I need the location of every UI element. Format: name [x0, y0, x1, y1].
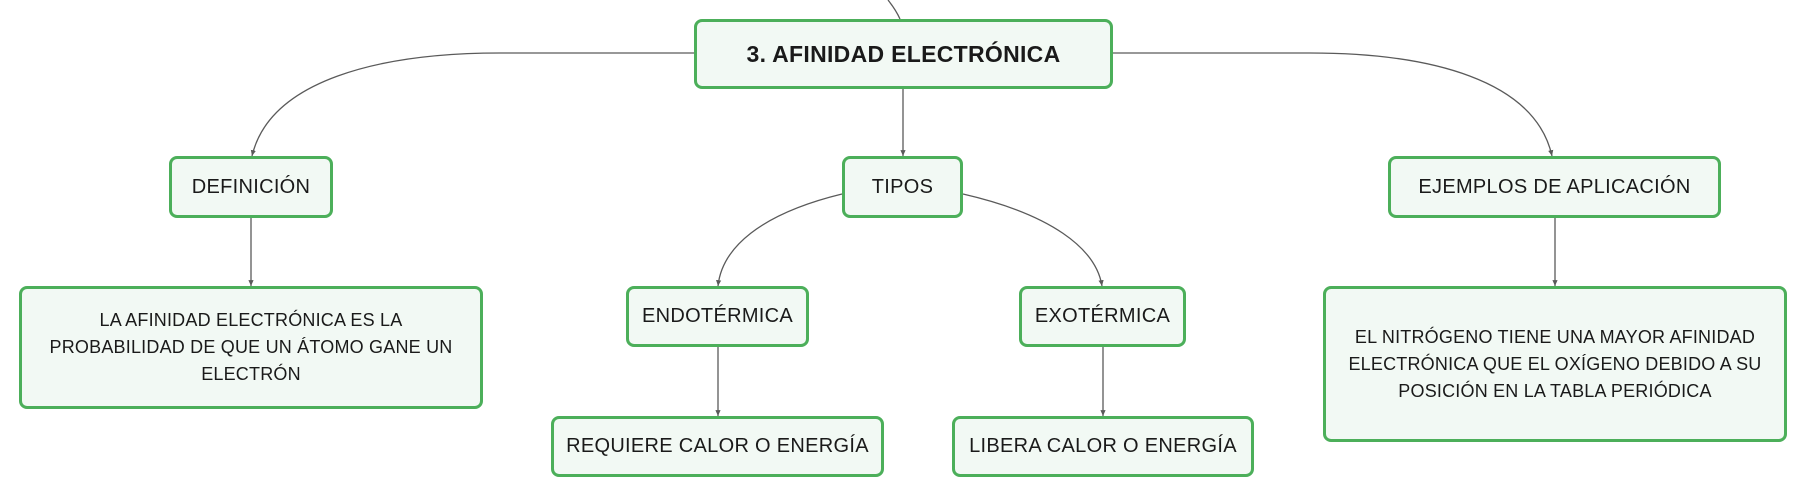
ejemplos-text: EL NITRÓGENO TIENE UNA MAYOR AFINIDAD EL…: [1348, 326, 1762, 401]
endotermica-label: ENDOTÉRMICA: [641, 305, 794, 327]
definicion-node[interactable]: DEFINICIÓN: [169, 156, 333, 218]
connector-root-to-ejemplos: [1113, 52, 1554, 157]
exotermica-node[interactable]: EXOTÉRMICA: [1019, 286, 1186, 347]
endotermica-text-node[interactable]: REQUIERE CALOR O ENERGÍA: [551, 416, 884, 477]
connector-tipos-to-endotermica: [716, 193, 843, 287]
ejemplos-label: EJEMPLOS DE APLICACIÓN: [1418, 175, 1691, 198]
root-topic-label: 3. AFINIDAD ELECTRÓNICA: [746, 40, 1061, 67]
ejemplos-text-node[interactable]: EL NITRÓGENO TIENE UNA MAYOR AFINIDAD EL…: [1323, 286, 1787, 442]
tipos-node[interactable]: TIPOS: [842, 156, 963, 218]
connector-root-to-definicion: [250, 52, 694, 157]
connector-tipos-to-exotermica: [962, 193, 1104, 287]
connector-parent-to-root: [887, 0, 901, 20]
exotermica-label: EXOTÉRMICA: [1034, 305, 1171, 327]
definicion-label: DEFINICIÓN: [191, 175, 311, 198]
exotermica-text-node[interactable]: LIBERA CALOR O ENERGÍA: [952, 416, 1254, 477]
definicion-text: LA AFINIDAD ELECTRÓNICA ES LA PROBABILID…: [49, 310, 453, 384]
endotermica-text: REQUIERE CALOR O ENERGÍA: [566, 435, 869, 457]
definicion-text-node[interactable]: LA AFINIDAD ELECTRÓNICA ES LA PROBABILID…: [19, 286, 483, 409]
root-topic-node[interactable]: 3. AFINIDAD ELECTRÓNICA: [694, 19, 1113, 89]
endotermica-node[interactable]: ENDOTÉRMICA: [626, 286, 809, 347]
exotermica-text: LIBERA CALOR O ENERGÍA: [969, 435, 1237, 457]
tipos-label: TIPOS: [871, 175, 934, 198]
ejemplos-node[interactable]: EJEMPLOS DE APLICACIÓN: [1388, 156, 1721, 218]
